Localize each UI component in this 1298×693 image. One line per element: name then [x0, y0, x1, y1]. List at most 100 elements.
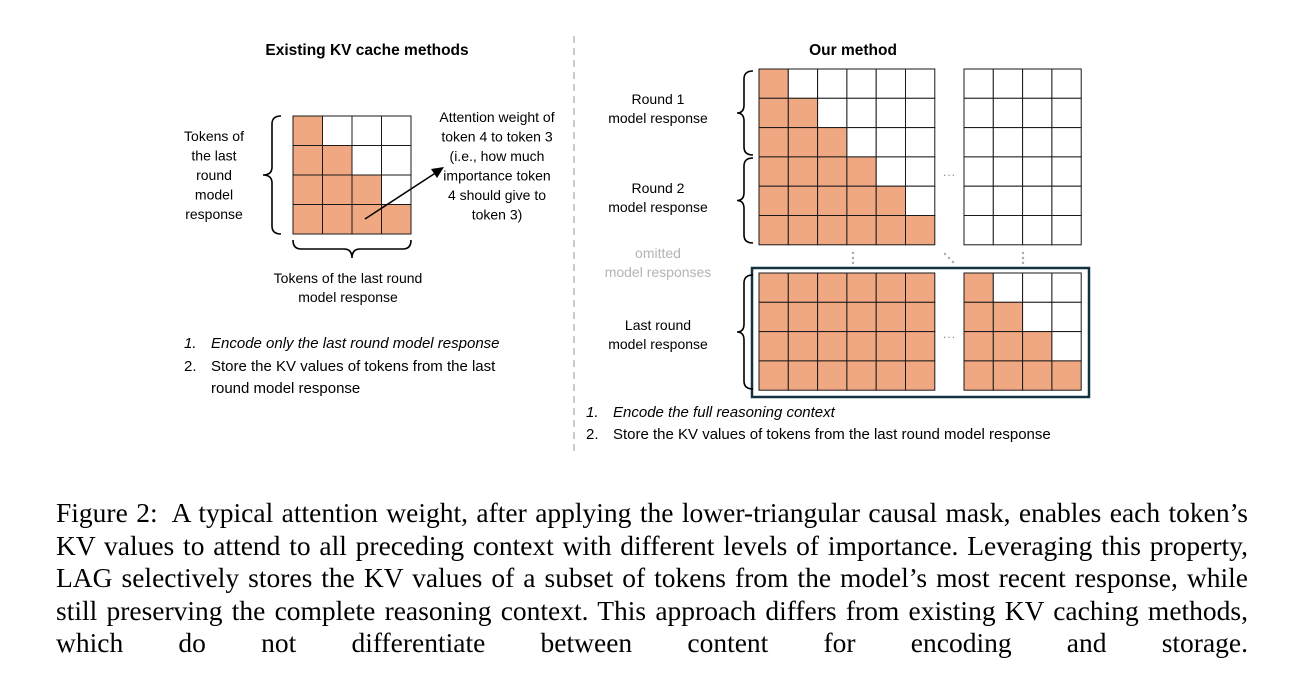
attention-cell-empty [905, 156, 936, 187]
attention-cell-filled [351, 174, 382, 205]
attention-cell-empty [1051, 215, 1082, 246]
attention-cell-empty [905, 68, 936, 99]
figure-caption: Figure 2:A typical attention weight, aft… [56, 497, 1248, 660]
attention-cell-filled [787, 301, 819, 333]
text-line: Last round [625, 317, 691, 333]
text-line: model response [608, 199, 708, 215]
attention-cell-empty [1022, 215, 1053, 246]
attention-cell-empty [905, 185, 936, 216]
attention-cell-filled [875, 331, 907, 362]
right-title: Our method [809, 42, 897, 59]
attention-cell-filled [758, 331, 789, 362]
attention-cell-filled [875, 215, 907, 246]
attention-cell-empty [875, 68, 907, 99]
text-line: round [196, 167, 232, 183]
attention-cell-filled [322, 174, 353, 205]
attention-cell-empty [1051, 68, 1082, 99]
attention-cell-filled [875, 360, 907, 391]
text-line: model response [608, 336, 708, 352]
attention-cell-empty [963, 156, 994, 187]
row-brace [736, 274, 754, 390]
attention-cell-filled [351, 204, 382, 235]
attention-cell-filled [846, 215, 877, 246]
caption-text: A typical attention weight, after applyi… [56, 497, 1248, 658]
attention-cell-empty [1051, 331, 1082, 362]
right-steps-list: 1.Encode the full reasoning context2.Sto… [586, 404, 1051, 443]
attention-cell-empty [1022, 127, 1053, 158]
attention-cell-filled [787, 331, 819, 362]
attention-cell-filled [875, 301, 907, 333]
attention-cell-filled [817, 215, 848, 246]
attention-cell-filled [758, 68, 789, 99]
text-line: the last [191, 148, 236, 164]
attention-cell-filled [1051, 360, 1082, 391]
attention-cell-filled [846, 301, 877, 333]
attention-cell-filled [758, 185, 789, 216]
attention-cell-filled [758, 360, 789, 391]
attention-cell-filled [905, 331, 936, 362]
horizontal-ellipsis: ··· [943, 329, 956, 344]
vertical-ellipsis-dot [1021, 261, 1025, 265]
attention-cell-empty [992, 97, 1024, 129]
attention-cell-filled [787, 156, 819, 187]
attention-cell-filled [817, 301, 848, 333]
attention-cell-empty [351, 115, 382, 146]
attention-cell-filled [846, 156, 877, 187]
right-step-text: Encode the full reasoning context [613, 404, 836, 421]
attention-cell-empty [992, 156, 1024, 187]
diagonal-ellipsis-dot [943, 252, 947, 256]
attention-cell-filled [758, 156, 789, 187]
attention-cell-empty [787, 68, 819, 99]
diagonal-ellipsis-dot [947, 256, 951, 260]
left-col-brace [292, 239, 412, 259]
text-line: Tokens of the last round [274, 270, 423, 286]
attention-cell-filled [905, 301, 936, 333]
right-row-braces [736, 70, 754, 390]
attention-cell-empty [1022, 156, 1053, 187]
attention-cell-empty [992, 185, 1024, 216]
text-line: model response [298, 289, 398, 305]
attention-cell-empty [1022, 185, 1053, 216]
attention-cell-filled [846, 185, 877, 216]
attention-cell-empty [992, 127, 1024, 158]
right-step-number: 2. [586, 426, 599, 443]
attention-cell-filled [758, 215, 789, 246]
vertical-ellipsis-dot [851, 256, 855, 260]
left-row-brace [262, 115, 282, 235]
right-grid-upper-left [758, 68, 936, 246]
attention-cell-empty [351, 145, 382, 176]
diagonal-ellipsis-dot [951, 260, 955, 264]
attention-cell-empty [322, 115, 353, 146]
attention-cell-filled [381, 204, 412, 235]
vertical-ellipsis-dot [851, 251, 855, 255]
attention-cell-empty [905, 127, 936, 158]
attention-cell-filled [787, 97, 819, 129]
attention-cell-filled [758, 301, 789, 333]
last-round-highlight-box [750, 266, 1091, 399]
attention-cell-filled [787, 185, 819, 216]
attention-cell-empty [1051, 156, 1082, 187]
left-attention-grid [292, 115, 412, 235]
attention-cell-filled [322, 145, 353, 176]
left-steps-list: 1.Encode only the last round model respo… [184, 335, 500, 397]
text-line: model [195, 187, 233, 203]
attention-cell-empty [992, 68, 1024, 99]
attention-cell-filled [292, 204, 323, 235]
left-step-text: Encode only the last round model respons… [211, 335, 500, 352]
attention-cell-empty [381, 145, 412, 176]
vertical-ellipsis-dot [1021, 256, 1025, 260]
attention-cell-filled [787, 127, 819, 158]
attention-cell-empty [992, 215, 1024, 246]
text-line: importance token [443, 168, 550, 184]
attention-cell-filled [817, 360, 848, 391]
right-attention-grids [758, 68, 1082, 391]
text-line: token 4 to token 3 [441, 129, 553, 145]
attention-cell-empty [1051, 272, 1082, 303]
left-title: Existing KV cache methods [265, 42, 468, 59]
attention-cell-filled [787, 360, 819, 391]
